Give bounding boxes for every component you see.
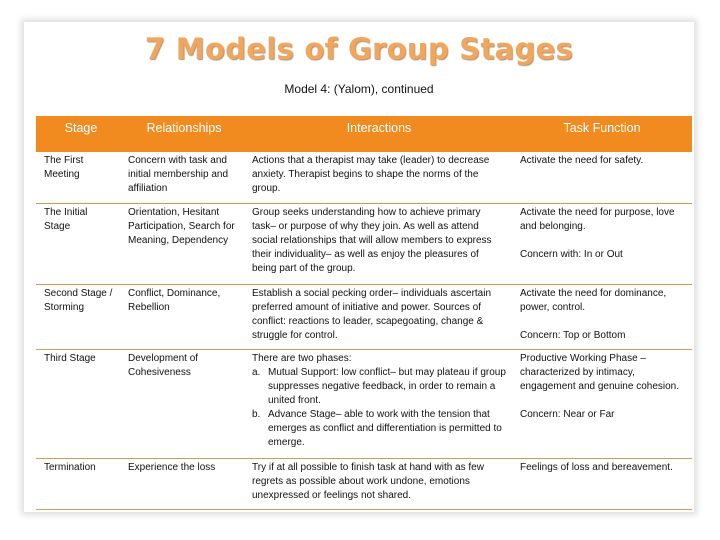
task-concern: Concern with: In or Out [520,249,623,260]
cell-relationships: Conflict, Dominance, Rebellion [128,288,221,313]
slide-title: 7 Models of Group Stages [144,32,574,66]
cell-relationships: Experience the loss [128,462,216,473]
task-text: Activate the need for purpose, love and … [520,207,675,232]
cell-relationships: Development of Cohesiveness [128,353,199,378]
list-item: a. Mutual Support: low conflict– but may… [252,366,506,408]
task-text: Activate the need for safety. [520,155,644,166]
cell-relationships: Concern with task and initial membership… [128,155,229,194]
task-concern: Concern: Near or Far [520,409,615,420]
cell-stage: The Initial Stage [44,207,88,232]
header-relationships: Relationships [146,121,222,135]
table-row: The First Meeting Concern with task and … [36,152,692,204]
cell-stage: The First Meeting [44,155,84,180]
header-task-function: Task Function [563,121,641,135]
list-marker: a. [252,367,261,378]
cell-interactions: Actions that a therapist may take (leade… [252,155,490,194]
task-text: Feelings of loss and bereavement. [520,462,673,473]
cell-task-function: Feelings of loss and bereavement. [512,459,692,509]
list-marker: b. [252,409,261,420]
cell-task-function: Activate the need for purpose, love and … [512,204,692,284]
table-header: Stage Relationships Interactions Task Fu… [36,116,692,152]
cell-stage: Third Stage [44,353,96,364]
task-text: Productive Working Phase – characterized… [520,353,680,392]
slide-subtitle: Model 4: (Yalom), continued [284,82,434,96]
header-interactions: Interactions [346,121,412,135]
cell-interactions: Establish a social pecking order– indivi… [252,288,492,341]
table-row: The Initial Stage Orientation, Hesitant … [36,204,692,285]
list-item: b. Advance Stage– able to work with the … [252,408,506,450]
cell-relationships: Orientation, Hesitant Participation, Sea… [128,207,235,246]
phases-list: a. Mutual Support: low conflict– but may… [252,366,506,450]
list-item-text: Mutual Support: low conflict– but may pl… [268,367,506,406]
interactions-intro: There are two phases: [252,353,352,364]
cell-interactions: There are two phases: a. Mutual Support:… [246,350,512,458]
cell-task-function: Activate the need for safety. [512,152,692,203]
cell-task-function: Activate the need for dominance, power, … [512,285,692,349]
task-text: Activate the need for dominance, power, … [520,288,667,313]
cell-interactions: Group seeks understanding how to achieve… [252,207,492,274]
table-row: Second Stage / Storming Conflict, Domina… [36,285,692,350]
header-stage: Stage [64,121,98,135]
stages-table: Stage Relationships Interactions Task Fu… [36,116,692,510]
cell-stage: Second Stage / Storming [44,288,113,313]
task-concern: Concern: Top or Bottom [520,330,626,341]
table-row: Termination Experience the loss Try if a… [36,459,692,510]
cell-task-function: Productive Working Phase – characterized… [512,350,692,458]
slide: 7 Models of Group Stages Model 4: (Yalom… [24,22,694,512]
cell-stage: Termination [44,462,96,473]
cell-interactions: Try if at all possible to finish task at… [252,462,484,501]
list-item-text: Advance Stage– able to work with the ten… [268,409,502,448]
table-row: Third Stage Development of Cohesiveness … [36,350,692,459]
